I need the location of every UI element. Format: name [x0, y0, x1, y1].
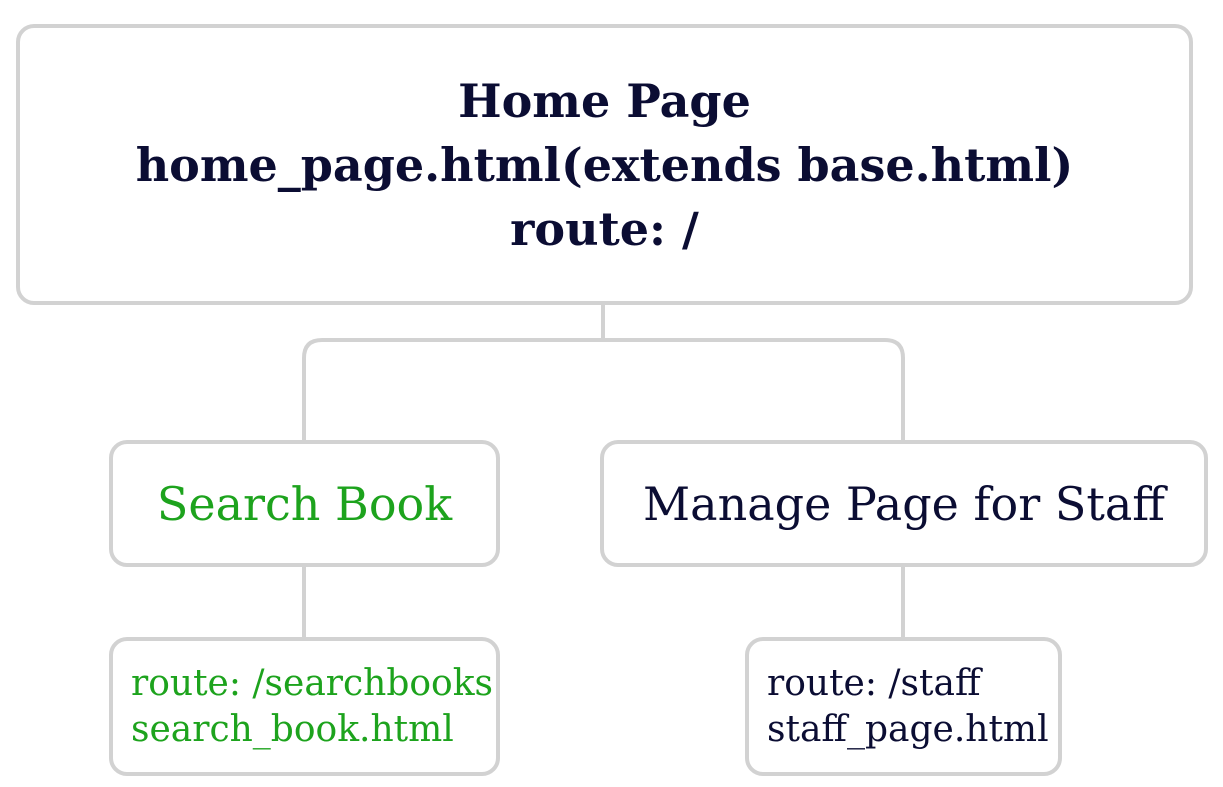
home-page-route: route: / [510, 201, 699, 256]
connector-bracket [302, 338, 905, 442]
search-book-file: search_book.html [131, 708, 454, 750]
staff-route: route: /staff [767, 662, 981, 704]
search-book-route: route: /searchbooks [131, 662, 494, 704]
manage-staff-node: Manage Page for Staff [600, 440, 1208, 567]
search-book-detail-node: route: /searchbooks search_book.html [109, 637, 500, 776]
home-page-file: home_page.html(extends base.html) [135, 137, 1074, 192]
search-book-node: Search Book [109, 440, 500, 567]
staff-detail-node: route: /staff staff_page.html [745, 637, 1062, 776]
staff-file: staff_page.html [767, 708, 1049, 750]
home-page-node: Home Page home_page.html(extends base.ht… [16, 24, 1193, 305]
home-page-title: Home Page [458, 73, 751, 128]
search-book-label: Search Book [156, 476, 453, 531]
manage-staff-label: Manage Page for Staff [643, 476, 1165, 531]
